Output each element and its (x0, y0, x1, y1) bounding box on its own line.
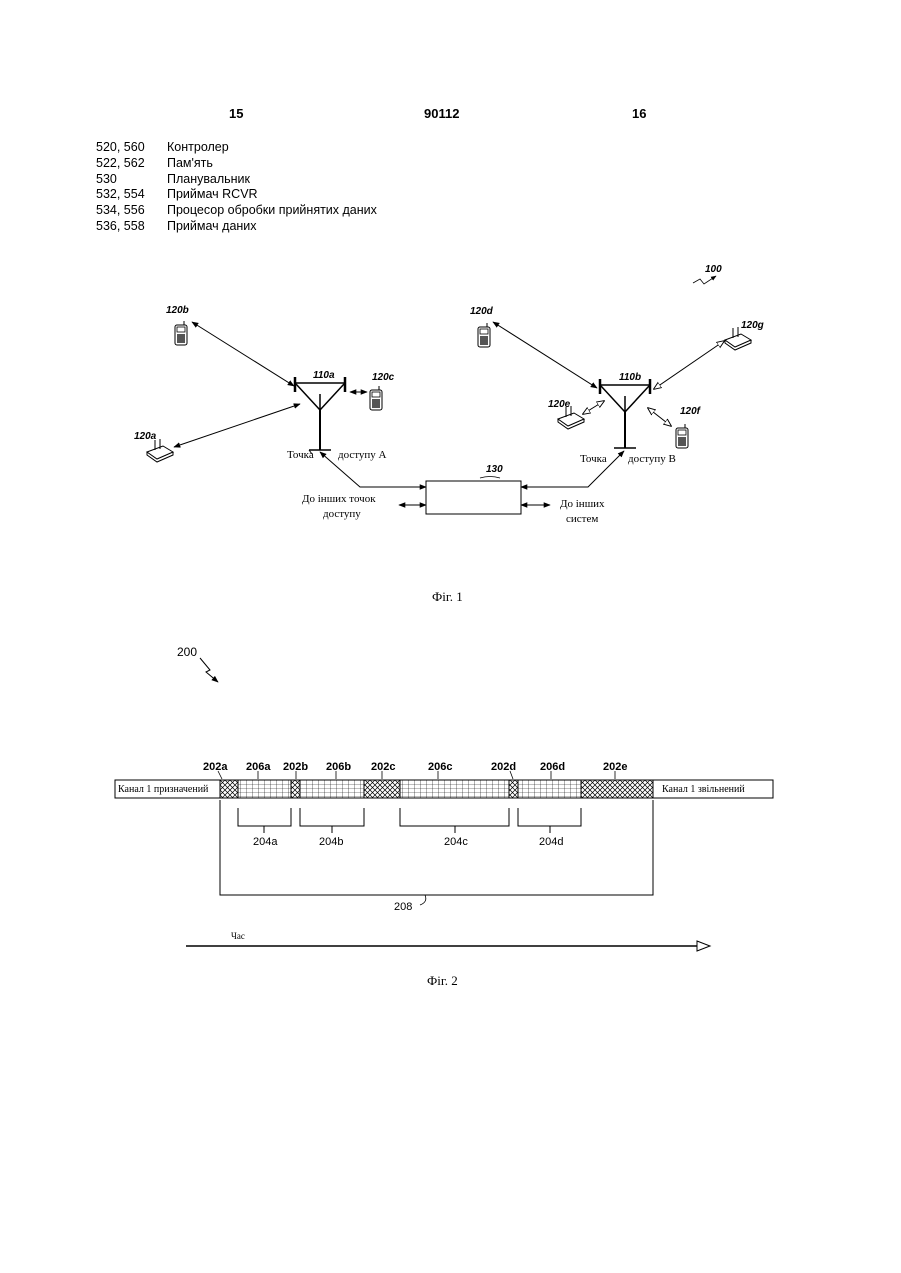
ref-120b-label: 120b (166, 305, 189, 316)
to-other-systems-line2: систем (566, 513, 598, 525)
ap-a-label-left: Точка (287, 449, 314, 461)
link-120e-110b (583, 401, 604, 414)
bracket-204b (300, 808, 364, 826)
figure-2-caption: Фіг. 2 (427, 973, 458, 988)
ref-120d-label: 120d (470, 306, 494, 317)
terminal-120c-phone-icon (370, 386, 382, 410)
label-204a: 204a (253, 836, 278, 848)
terminal-120f-phone-icon (676, 424, 688, 448)
channel-assigned-label: Канал 1 призначений (118, 784, 209, 795)
ref-120g-label: 120g (741, 320, 764, 331)
label-206a: 206a (246, 761, 271, 773)
figure-2: 200 Канал 1 призначений Канал 1 звільнен… (115, 645, 773, 988)
access-point-b-icon (600, 379, 650, 448)
terminal-120b-phone-icon (175, 321, 187, 345)
to-other-aps-line1: До інших точок (302, 493, 376, 505)
label-204d: 204d (539, 836, 563, 848)
segment-206a (238, 780, 291, 798)
terminal-120d-phone-icon (478, 323, 490, 347)
ref-100-label: 100 (705, 264, 722, 275)
access-point-a-icon (295, 377, 345, 454)
label-206c: 206c (428, 761, 452, 773)
segment-202b (291, 780, 300, 798)
ap-b-label-right: доступу В (628, 453, 676, 465)
label-202c: 202c (371, 761, 395, 773)
ref-120c-label: 120c (372, 372, 395, 383)
segment-206d (518, 780, 581, 798)
backhaul-130-110b (521, 451, 624, 487)
ref-120e-label: 120e (548, 399, 571, 410)
bracket-208 (220, 800, 653, 895)
bracket-204a (238, 808, 291, 826)
link-120d-110b (493, 322, 597, 388)
ref-120f-label: 120f (680, 406, 702, 417)
system-controller-box (426, 481, 521, 514)
ref-110b-label: 110b (619, 372, 641, 383)
ref-110a-label: 110a (313, 370, 335, 381)
channel-released-label: Канал 1 звільнений (662, 784, 745, 795)
ap-b-label-left: Точка (580, 453, 607, 465)
segment-202a (220, 780, 238, 798)
figure-1-caption: Фіг. 1 (432, 589, 463, 604)
terminal-120a-modem-icon (147, 439, 173, 462)
to-other-systems-line1: До інших (560, 498, 605, 510)
link-120b-110a (192, 322, 294, 386)
ref-100-arrow (693, 276, 716, 284)
label-204b: 204b (319, 836, 343, 848)
segment-202c (364, 780, 400, 798)
link-120g-110b (654, 341, 724, 389)
label-206b: 206b (326, 761, 351, 773)
figure-1: 100 110a 110b 120b (134, 264, 764, 604)
label-202d: 202d (491, 761, 516, 773)
segment-206c (400, 780, 509, 798)
ref-130-label: 130 (486, 464, 503, 475)
ap-a-label-right: доступу А (338, 449, 387, 461)
to-other-aps-line2: доступу (323, 508, 361, 520)
ref-200-arrow (200, 658, 218, 682)
ref-120a-label: 120a (134, 431, 157, 442)
ref-200-label: 200 (177, 645, 197, 659)
time-label: Час (231, 931, 245, 941)
link-120a-110a (174, 404, 300, 447)
link-120f-110b (648, 408, 671, 426)
segment-202d (509, 780, 518, 798)
label-208: 208 (394, 901, 412, 913)
label-204c: 204c (444, 836, 468, 848)
segment-202e (581, 780, 653, 798)
label-206d: 206d (540, 761, 565, 773)
segment-206b (300, 780, 364, 798)
bracket-204d (518, 808, 581, 826)
label-202a: 202a (203, 761, 228, 773)
bracket-204c (400, 808, 509, 826)
